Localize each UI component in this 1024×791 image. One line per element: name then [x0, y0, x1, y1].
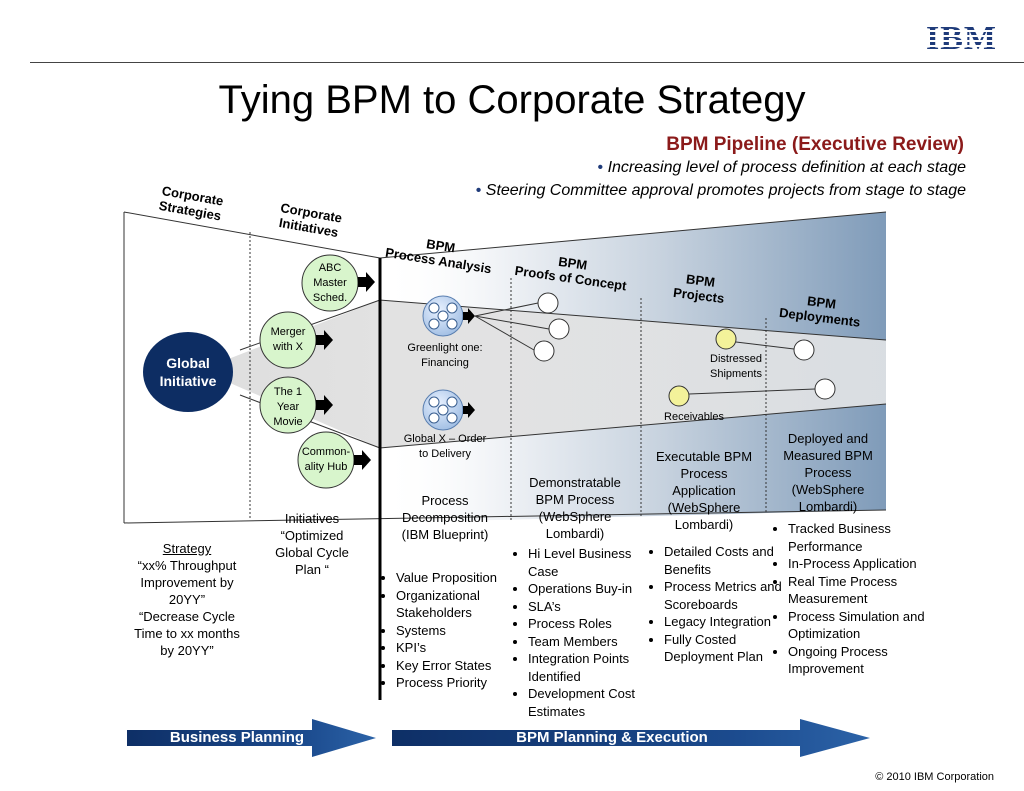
list-item: Systems: [396, 622, 520, 640]
business-planning-label: Business Planning: [169, 729, 305, 746]
header-divider: [30, 62, 1024, 63]
proof-nodes: [533, 292, 570, 362]
pipeline-top-edge-right: [379, 211, 887, 259]
pipeline-bullet-1: • Increasing level of process definition…: [597, 159, 967, 176]
proof-connectors: [474, 302, 550, 351]
receivables-connector: [688, 388, 816, 395]
desc-executable: Executable BPM Process Application (WebS…: [655, 449, 753, 532]
list-item: Operations Buy-in: [528, 580, 660, 598]
initiative-one-year-movie: The 1 Year Movie: [273, 386, 303, 428]
desc-process-decomposition: Process Decomposition (IBM Blueprint): [401, 493, 489, 542]
list-item: Value Proposition: [396, 569, 520, 587]
cone-upper-right: [379, 299, 887, 341]
initiative-arrows: [316, 272, 375, 470]
business-planning-arrow: [127, 719, 376, 757]
process-node-greenlight: [422, 295, 475, 337]
list-analysis: Value Proposition Organizational Stakeho…: [380, 569, 520, 692]
list-item: Process Metrics and Scoreboards: [664, 578, 790, 613]
list-item: Process Roles: [528, 615, 660, 633]
list-item: KPI’s: [396, 639, 520, 657]
process-label-global-x: Global X – Order to Delivery: [403, 433, 487, 460]
initiative-abc: ABC Master Sched.: [312, 262, 348, 304]
initiative-commonality-hub: Common- ality Hub: [301, 446, 351, 473]
pipeline-title: BPM Pipeline (Executive Review): [666, 134, 964, 155]
list-item: Legacy Integration: [664, 613, 790, 631]
list-item: Ongoing Process Improvement: [788, 643, 928, 678]
list-item: Real Time Process Measurement: [788, 573, 928, 608]
list-item: SLA’s: [528, 598, 660, 616]
cone-lower-right: [379, 403, 887, 449]
deployment-node-1: [793, 339, 815, 361]
bpm-planning-arrow: [392, 719, 870, 757]
global-initiative-shape: [143, 332, 233, 412]
desc-strategy: Strategy “xx% Throughput Improvement by …: [124, 540, 250, 659]
global-initiative: Global Initiative: [159, 355, 217, 389]
bpm-planning-label: BPM Planning & Execution: [516, 729, 708, 746]
desc-deployed: Deployed and Measured BPM Process (WebSp…: [783, 431, 873, 514]
list-item: Hi Level Business Case: [528, 545, 660, 580]
list-proofs: Hi Level Business Case Operations Buy-in…: [512, 545, 660, 720]
list-deployments: Tracked Business Performance In-Process …: [772, 520, 928, 678]
project-label-distressed: Distressed Shipments: [710, 353, 762, 380]
copyright: © 2010 IBM Corporation: [875, 771, 994, 783]
list-item: Team Members: [528, 633, 660, 651]
project-node-distressed: [715, 328, 737, 350]
stage-label-projects: BPM Projects: [672, 271, 726, 307]
list-projects: Detailed Costs and Benefits Process Metr…: [648, 543, 790, 666]
page-title: Tying BPM to Corporate Strategy: [218, 78, 806, 122]
list-item: Process Priority: [396, 674, 520, 692]
list-item: Organizational Stakeholders: [396, 587, 520, 622]
list-item: Fully Costed Deployment Plan: [664, 631, 790, 666]
pipeline-top-edge-left: [123, 211, 381, 259]
ibm-logo: IBM: [926, 20, 997, 57]
process-node-global-x: [422, 389, 475, 431]
project-label-receivables: Receivables: [664, 411, 724, 423]
distressed-connector: [735, 341, 795, 350]
initiative-cone: [200, 300, 886, 448]
initiative-merger: Merger with X: [270, 326, 306, 353]
pipeline-bullet-2: • Steering Committee approval promotes p…: [475, 182, 966, 199]
strategy-body: “xx% Throughput Improvement by 20YY” “De…: [134, 558, 240, 658]
project-node-receivables: [668, 385, 690, 407]
list-item: In-Process Application: [788, 555, 928, 573]
process-label-greenlight: Greenlight one: Financing: [407, 342, 483, 369]
desc-demonstratable: Demonstratable BPM Process (WebSphere Lo…: [529, 475, 621, 541]
list-item: Key Error States: [396, 657, 520, 675]
list-item: Process Simulation and Optimization: [788, 608, 928, 643]
pipeline-bottom-edge: [123, 509, 887, 524]
list-item: Development Cost Estimates: [528, 685, 660, 720]
strategy-heading: Strategy: [162, 541, 212, 556]
list-item: Tracked Business Performance: [788, 520, 928, 555]
deployment-node-2: [814, 378, 836, 400]
list-item: Detailed Costs and Benefits: [664, 543, 790, 578]
desc-initiatives: Initiatives “Optimized Global Cycle Plan…: [275, 511, 349, 577]
list-item: Integration Points Identified: [528, 650, 660, 685]
